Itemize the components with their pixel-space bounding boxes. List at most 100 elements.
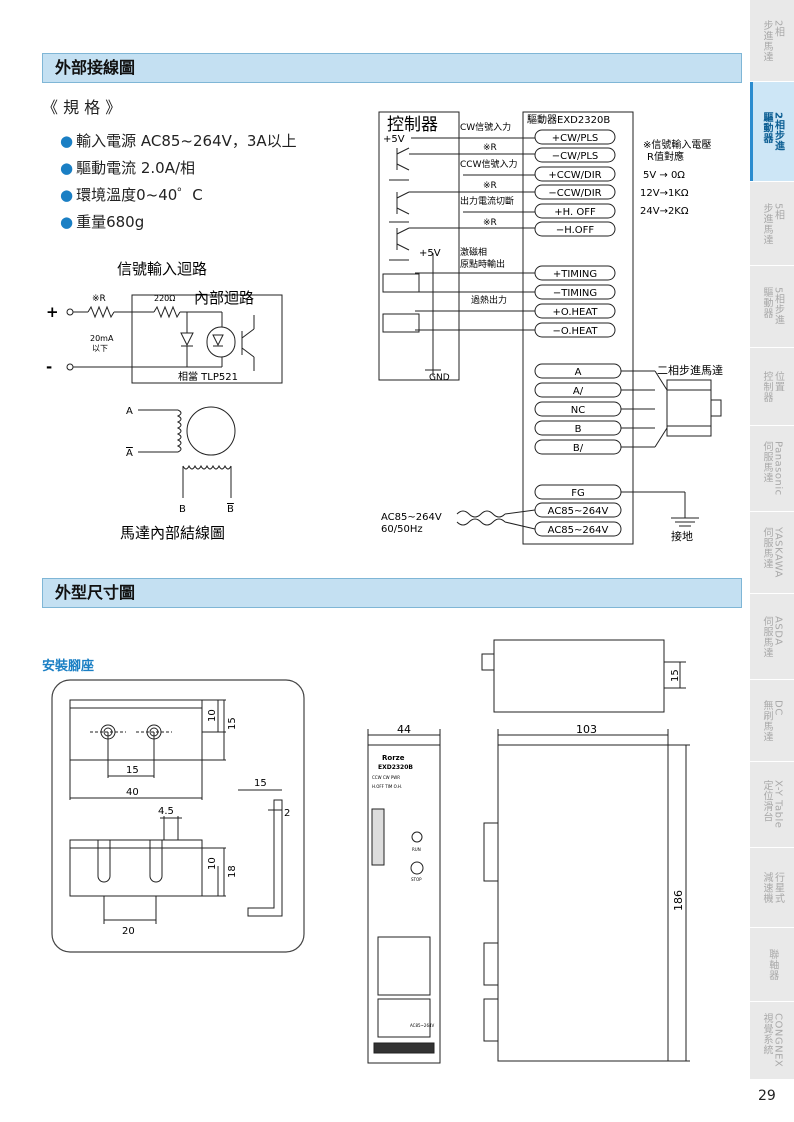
current-note-label: 以下 bbox=[92, 344, 108, 353]
front-width-dim: 44 bbox=[397, 725, 411, 736]
motor-a-bar-label: A bbox=[126, 448, 133, 459]
spec-item: ●驅動電流 2.0A/相 bbox=[60, 159, 196, 177]
sidebar-tab[interactable]: YASKAWA 伺服馬達 bbox=[750, 512, 794, 594]
terminal-label: AC85~264V bbox=[548, 525, 609, 536]
resistor-r-label: ※R bbox=[92, 294, 106, 304]
top-dim-label: 15 bbox=[670, 669, 681, 682]
driver-title: 驅動器EXD2320B bbox=[527, 113, 610, 126]
terminal-label: B/ bbox=[573, 443, 584, 454]
sidebar-tab[interactable]: 聯軸器 bbox=[750, 928, 794, 1002]
plus-terminal-label: + bbox=[46, 303, 59, 321]
equiv-label: 相當 TLP521 bbox=[178, 370, 238, 383]
spec-item: ●重量680g bbox=[60, 213, 145, 231]
ccw-input-label: CCW信號入力 bbox=[460, 158, 517, 170]
side-height-dim: 186 bbox=[672, 890, 685, 911]
terminal-label: +CCW/DIR bbox=[548, 170, 601, 181]
r-mark-2: ※R bbox=[483, 181, 497, 191]
sidebar-tab[interactable]: Panasonic 伺服馬達 bbox=[750, 426, 794, 512]
terminal-label: A bbox=[575, 367, 582, 378]
input-circuit-diagram: 信號輸入迴路 內部迴路 + ※R 220Ω - 20mA 以下 相當 TLP52… bbox=[46, 260, 283, 384]
current-cut-label: 出力電流切斷 bbox=[460, 195, 514, 207]
r-mark-1: ※R bbox=[483, 143, 497, 153]
spec-title: 《 規 格 》 bbox=[42, 98, 122, 117]
terminal-label: −CW/PLS bbox=[552, 151, 599, 162]
sidebar-tab[interactable]: 2相 步進馬達 bbox=[750, 0, 794, 82]
sidebar-tab[interactable]: DC 無刷馬達 bbox=[750, 680, 794, 762]
motor-a-label: A bbox=[126, 406, 133, 417]
mount-diagram: 15 40 10 15 15 2 4.5 10 18 20 bbox=[51, 679, 305, 953]
motor-label: 二相步進馬達 bbox=[657, 364, 723, 377]
side-view-diagram: 103 186 bbox=[483, 725, 690, 1062]
dim-label: 18 bbox=[227, 865, 238, 878]
ac-label: AC85~264V bbox=[410, 1023, 435, 1028]
origin-output-label: 原點時輸出 bbox=[460, 258, 505, 270]
terminal-label: B bbox=[575, 424, 582, 435]
terminal-label: +H. OFF bbox=[554, 207, 596, 218]
sidebar-tab[interactable]: CONGNEX 視覺系統 bbox=[750, 1002, 794, 1080]
dim-label: 2 bbox=[284, 808, 290, 819]
stop-label: STOP bbox=[411, 877, 422, 882]
terminal-label: −O.HEAT bbox=[552, 326, 598, 337]
ac-voltage-label: AC85~264V bbox=[381, 512, 442, 523]
mount-title: 安裝腳座 bbox=[42, 659, 95, 674]
minus-terminal-label: - bbox=[46, 358, 52, 376]
terminal-label: −TIMING bbox=[553, 288, 597, 299]
side-width-dim: 103 bbox=[576, 725, 597, 736]
wiring-diagram: 控制器 +5V +5V GND CW信號入力 CCW信號入力 出力電流切斷 激磁… bbox=[378, 111, 723, 545]
overheat-output-label: 過熱出力 bbox=[471, 294, 507, 306]
sidebar-tab[interactable]: 行星式 減速機 bbox=[750, 848, 794, 928]
ground-label: 接地 bbox=[671, 530, 693, 543]
sidebar-tab[interactable]: 5相 步進馬達 bbox=[750, 182, 794, 266]
controller-5v-label-2: +5V bbox=[419, 248, 441, 259]
dim-label: 15 bbox=[227, 717, 238, 730]
input-circuit-title: 信號輸入迴路 bbox=[117, 260, 207, 278]
motor-internal-title: 馬達內部結線圖 bbox=[120, 524, 225, 542]
section-title-wiring: 外部接線圖 bbox=[42, 53, 742, 83]
ac-freq-label: 60/50Hz bbox=[381, 524, 423, 535]
top-view-diagram: 15 bbox=[481, 639, 686, 713]
terminal-label: −H.OFF bbox=[556, 225, 595, 236]
terminal-label: FG bbox=[571, 488, 585, 499]
led-row-label: H.OFF TIM O.H. bbox=[372, 784, 402, 789]
note-subtitle: R值對應 bbox=[647, 150, 684, 163]
dim-label: 40 bbox=[126, 787, 139, 798]
internal-circuit-label: 內部迴路 bbox=[194, 289, 254, 307]
cw-input-label: CW信號入力 bbox=[460, 121, 511, 133]
sidebar-tab[interactable]: X-Y Table 定位滑台 bbox=[750, 762, 794, 848]
motor-b-label: B bbox=[179, 504, 186, 515]
sidebar-tab-active[interactable]: 2相步進 驅動器 bbox=[750, 82, 794, 182]
controller-5v-label: +5V bbox=[383, 134, 405, 145]
sidebar-tab[interactable]: 5相步進 驅動器 bbox=[750, 266, 794, 348]
note-row: 5V → 0Ω bbox=[643, 170, 685, 181]
model-label: EXD2320B bbox=[378, 764, 413, 771]
note-row: 24V→2KΩ bbox=[640, 206, 689, 217]
bullet-icon: ● bbox=[60, 159, 74, 177]
dim-label: 15 bbox=[254, 778, 267, 789]
terminal-label: A/ bbox=[573, 386, 584, 397]
sidebar-tab[interactable]: ASDA 伺服馬達 bbox=[750, 594, 794, 680]
terminal-label: +TIMING bbox=[553, 269, 597, 280]
controller-title: 控制器 bbox=[387, 115, 438, 135]
resistor-220-label: 220Ω bbox=[154, 294, 175, 303]
dim-label: 10 bbox=[207, 857, 218, 870]
led-row-label: CCW CW PWR bbox=[372, 775, 400, 780]
sidebar: 2相 步進馬達 2相步進 驅動器 5相 步進馬達 5相步進 驅動器 位置 控制器… bbox=[750, 0, 794, 1080]
bullet-icon: ● bbox=[60, 213, 74, 231]
terminal-label: −CCW/DIR bbox=[548, 188, 601, 199]
note-row: 12V→1KΩ bbox=[640, 188, 689, 199]
bullet-icon: ● bbox=[60, 186, 74, 204]
sidebar-tab[interactable]: 位置 控制器 bbox=[750, 348, 794, 426]
dim-label: 15 bbox=[126, 765, 139, 776]
controller-gnd-label: GND bbox=[429, 373, 450, 383]
current-label: 20mA bbox=[90, 334, 114, 343]
terminal-label: AC85~264V bbox=[548, 506, 609, 517]
dim-label: 4.5 bbox=[158, 806, 174, 817]
run-label: RUN bbox=[412, 847, 421, 852]
page-number: 29 bbox=[758, 1088, 776, 1104]
spec-item: ●輸入電源 AC85~264V，3A以上 bbox=[60, 132, 297, 150]
front-view-diagram: 44 Rorze EXD2320B CCW CW PWR H.OFF TIM O… bbox=[367, 725, 441, 1064]
terminal-label: +O.HEAT bbox=[552, 307, 598, 318]
dim-label: 10 bbox=[207, 709, 218, 722]
bullet-icon: ● bbox=[60, 132, 74, 150]
terminal-label: +CW/PLS bbox=[552, 133, 599, 144]
